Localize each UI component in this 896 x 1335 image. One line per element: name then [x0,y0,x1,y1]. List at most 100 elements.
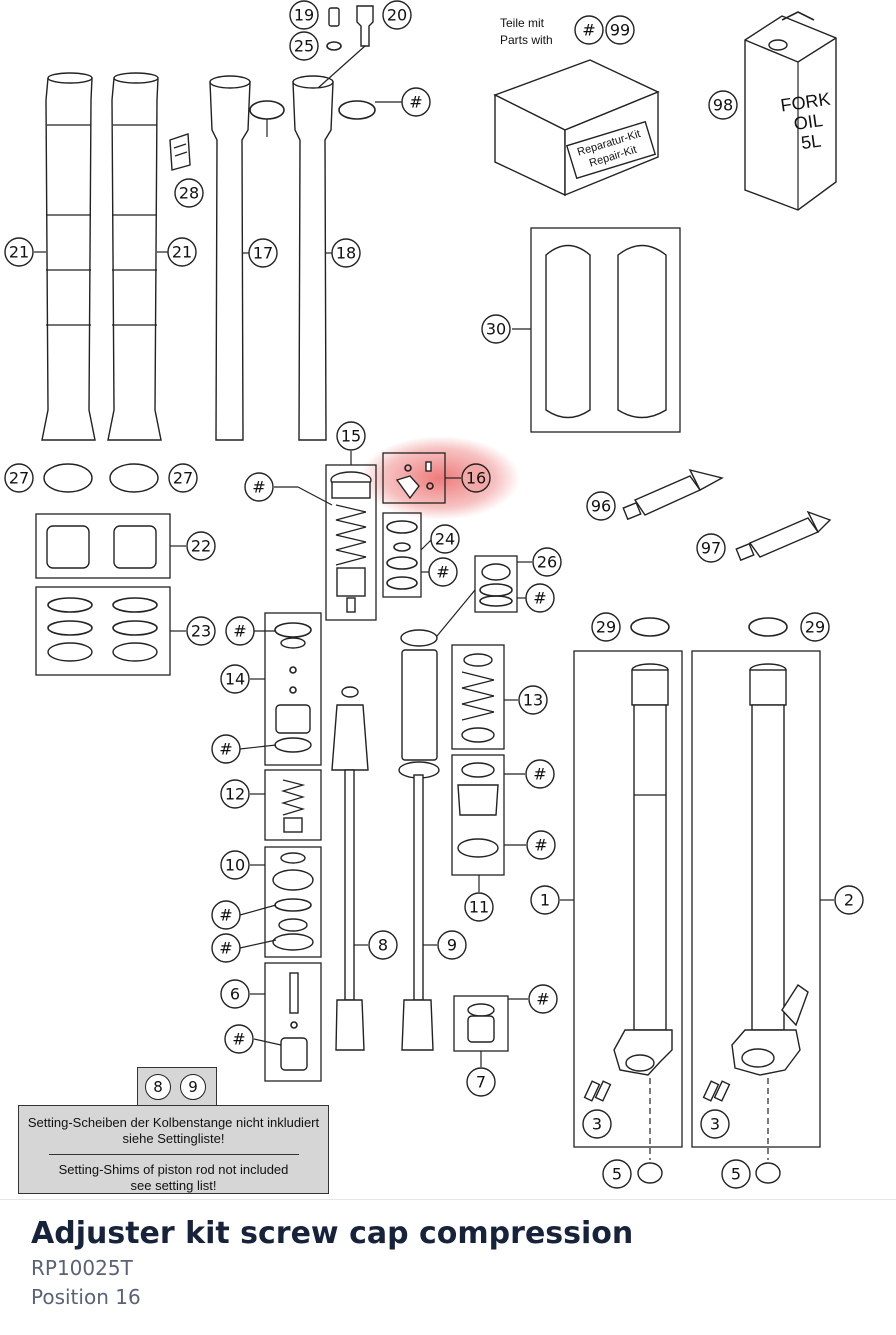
callout-28: 28 [174,178,204,208]
svg-text:6: 6 [230,985,240,1004]
position-16-highlight [360,436,520,520]
ring-29-left [630,617,670,637]
svg-text:3: 3 [592,1115,602,1134]
cap-27-right [109,463,159,493]
guard-sleeve-right [617,244,667,419]
svg-text:2: 2 [844,891,854,910]
svg-text:29: 29 [596,618,616,637]
svg-text:14: 14 [225,670,245,689]
callout-20: 20 [382,0,412,30]
svg-text:9: 9 [447,936,457,955]
inner-tube-18 [292,75,334,441]
svg-text:16: 16 [466,469,486,488]
screws-3-right [702,1080,731,1102]
callout-22: 22 [186,531,216,561]
svg-text:3: 3 [710,1115,720,1134]
callout-21-left: 21 [4,237,34,267]
part-title: Adjuster kit screw cap compression [31,1216,634,1251]
svg-text:#: # [409,93,422,112]
callout-hash-10-mid: # [211,900,241,930]
svg-text:12: 12 [225,785,245,804]
fork-leg-1 [613,663,673,1076]
svg-text:21: 21 [9,243,29,262]
callout-hash-6: # [224,1024,254,1054]
fitting-20 [356,5,374,47]
part-info: Adjuster kit screw cap compression RP100… [31,1214,633,1312]
callout-hash-26: # [525,583,555,613]
svg-text:#: # [252,478,265,497]
cap-27-left [43,463,93,493]
svg-text:21: 21 [172,243,192,262]
plug-5-left [637,1162,663,1184]
svg-text:#: # [533,589,546,608]
box-13 [451,644,505,750]
callout-19: 19 [289,0,319,30]
o-ring-18 [338,100,376,120]
svg-text:#: # [436,563,449,582]
svg-text:30: 30 [486,320,506,339]
callout-18: 18 [331,238,361,268]
callout-hash-14-bottom: # [211,734,241,764]
svg-text:15: 15 [341,427,361,446]
svg-text:27: 27 [173,469,193,488]
kit-note-line2: Parts with [500,33,553,47]
callout-hash-14-top: # [225,616,255,646]
svg-text:97: 97 [701,539,721,558]
guard-sleeve-left [545,244,591,419]
svg-text:10: 10 [225,856,245,875]
box-14 [264,612,322,766]
note-de-line2: siehe Settingliste! [122,1131,225,1146]
svg-text:99: 99 [610,21,630,40]
screw-19 [328,7,340,27]
svg-text:#: # [219,906,232,925]
callout-hash-oring-18: # [401,87,431,117]
box-26 [474,555,518,613]
callout-96: 96 [586,491,616,521]
piston-rod-9 [398,629,440,1051]
kit-note-line1: Teile mit [500,16,545,30]
callout-97: 97 [696,533,726,563]
svg-text:8: 8 [378,936,388,955]
note-de-line1: Setting-Scheiben der Kolbenstange nicht … [27,1115,320,1130]
svg-text:#: # [233,622,246,641]
oil-label-line2: OIL [793,110,825,134]
svg-text:#: # [533,765,546,784]
callout-5-right: 5 [721,1159,751,1189]
svg-text:18: 18 [336,244,356,263]
callout-3-right: 3 [700,1109,730,1139]
svg-text:17: 17 [253,244,273,263]
callout-24: 24 [430,524,460,554]
svg-text:98: 98 [713,96,733,115]
ring-29-right [748,617,788,637]
note-en-line2: see setting list! [130,1178,217,1193]
exploded-parts-diagram: Reparatur-Kit Repair-Kit Teile mit Parts… [4,0,864,1189]
callout-30: 30 [481,314,511,344]
callout-27-left: 27 [4,463,34,493]
svg-text:24: 24 [435,530,455,549]
grease-tube-96 [622,468,724,521]
callout-hash-15: # [244,472,274,502]
screws-3-left [583,1080,612,1102]
grease-tube-97 [735,510,832,562]
svg-text:28: 28 [179,184,199,203]
callout-hash-10-bottom: # [211,933,241,963]
box-30 [530,227,681,433]
box-12 [264,769,322,841]
oil-label-line3: 5L [800,130,823,153]
callout-hash-kit: # [574,15,604,45]
callout-hash-7: # [528,984,558,1014]
part-position: Position 16 [31,1285,141,1309]
fork-oil-can: FORK OIL 5L [744,11,837,211]
svg-text:96: 96 [591,497,611,516]
box-2 [691,650,821,1148]
ref-badge-9: 9 [180,1074,206,1100]
callout-13: 13 [518,685,548,715]
part-number: RP10025T [31,1256,133,1280]
callout-7: 7 [466,1067,496,1097]
svg-text:#: # [219,939,232,958]
callout-5-left: 5 [602,1159,632,1189]
piston-rod-8 [331,686,369,1051]
callout-25: 25 [289,31,319,61]
svg-text:29: 29 [805,618,825,637]
callout-26: 26 [532,547,562,577]
